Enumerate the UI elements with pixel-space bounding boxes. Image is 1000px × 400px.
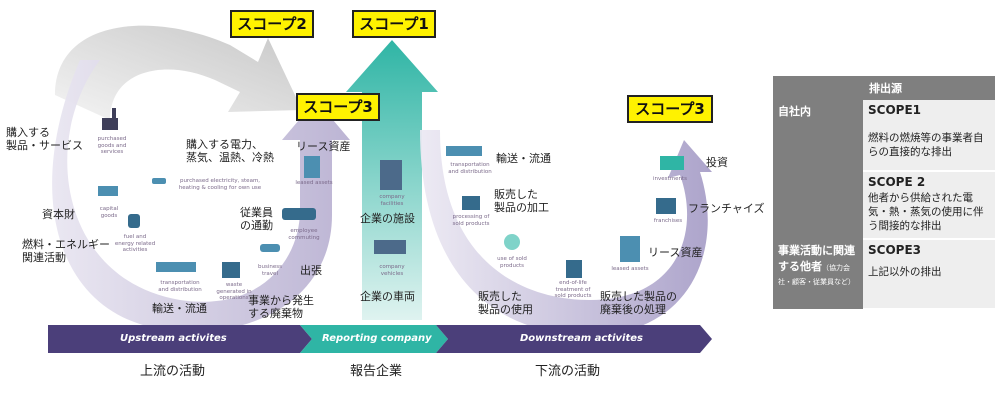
upstream-bar (48, 325, 312, 353)
processing-icon (462, 196, 480, 210)
reporting-bar (300, 325, 448, 353)
row-head-related-others: 事業活動に関連する他者（協力会社・顧客・従業員など） (773, 239, 863, 309)
use-en: use of sold products (497, 256, 527, 269)
upstream-transport-label: 輸送・流通 (152, 302, 207, 315)
use-label: 販売した 製品の使用 (478, 290, 533, 316)
plug-icon (152, 178, 166, 184)
vehicles-en: company vehicles (379, 264, 405, 277)
franchise-en: franchises (653, 218, 683, 224)
investment-icon (660, 156, 684, 170)
row-head-own-company-label: 自社内 (778, 105, 811, 118)
scope2-label: スコープ2 (230, 10, 314, 38)
scope-diagram: スコープ2 スコープ1 スコープ3 スコープ3 購入する 製品・サービス pur… (6, 10, 765, 379)
eol-en: end-of-life treatment of sold products (554, 280, 592, 299)
emission-source-table: 排出源 自社内 SCOPE1 燃料の燃焼等の事業者自らの直接的な排出 SCOPE… (773, 76, 995, 310)
downstream-ship-icon (446, 146, 482, 156)
upstream-leased-label: リース資産 (296, 140, 351, 153)
vehicles-label: 企業の車両 (360, 290, 415, 303)
downstream-arc (420, 130, 712, 335)
bottom-downstream-label: 下流の活動 (535, 364, 601, 379)
electricity-en: purchased electricity, steam, heating & … (178, 178, 262, 191)
waste-en: waste generated in operations (216, 282, 252, 301)
commuting-en: employee commuting (288, 228, 320, 241)
franchise-label: フランチャイズ (688, 202, 765, 215)
car-icon (260, 244, 280, 252)
eol-label: 販売した製品の 廃棄後の処理 (600, 290, 677, 316)
purchased-goods-label: 購入する 製品・サービス (6, 126, 83, 152)
scope1-title: SCOPE1 (868, 103, 921, 117)
upstream-leased-en: leased assets (295, 180, 333, 186)
scope1-label: スコープ1 (352, 10, 436, 38)
company-truck-icon (374, 240, 406, 254)
downstream-bar (436, 325, 712, 353)
scope2-title: SCOPE 2 (868, 175, 926, 189)
waste-bin-icon (222, 262, 240, 278)
purchased-goods-en: purchased goods and services (97, 136, 127, 155)
capital-goods-label: 資本財 (42, 208, 75, 221)
downstream-building-icon (620, 236, 640, 262)
travel-en: business travel (258, 264, 282, 277)
fuel-energy-label: 燃料・エネルギー 関連活動 (22, 238, 110, 264)
scope3-downstream-label: スコープ3 (627, 95, 713, 123)
facilities-en: company facilities (379, 194, 405, 207)
diagram-shapes (48, 25, 712, 353)
upstream-transport-en: transportation and distribution (158, 280, 202, 293)
row-head-own-company: 自社内 (773, 100, 863, 239)
downstream-leased-en: leased assets (611, 266, 649, 272)
facilities-label: 企業の施設 (360, 212, 415, 225)
bar-reporting-label: Reporting company (322, 333, 432, 344)
fuel-energy-en: fuel and energy related activities (114, 234, 156, 253)
row-head-related-note: （協力会社・顧客・従業員など） (778, 264, 855, 286)
scope3-upstream-label: スコープ3 (296, 93, 380, 121)
ship-icon (156, 262, 196, 272)
travel-label: 出張 (300, 264, 322, 277)
electricity-label: 購入する電力、 蒸気、温熱、冷熱 (186, 138, 274, 164)
building-icon (304, 156, 320, 178)
fuel-icon (128, 214, 140, 228)
scope2-arrow (55, 25, 302, 120)
scope3-title: SCOPE3 (868, 243, 921, 257)
bottom-upstream-label: 上流の活動 (140, 364, 206, 379)
scope3-desc: 上記以外の排出 (868, 266, 942, 278)
scope1-cell: SCOPE1 燃料の燃焼等の事業者自らの直接的な排出 (863, 100, 995, 172)
scope3-cell: SCOPE3 上記以外の排出 (863, 239, 995, 310)
processing-en: processing of sold products (452, 214, 490, 227)
scope1-desc: 燃料の燃焼等の事業者自らの直接的な排出 (868, 132, 984, 158)
investment-label: 投資 (706, 156, 728, 169)
capital-goods-en: capital goods (99, 206, 119, 219)
waste-label: 事業から発生 する廃棄物 (248, 294, 314, 320)
downstream-leased-label: リース資産 (648, 246, 703, 259)
downstream-transport-label: 輸送・流通 (496, 152, 551, 165)
bar-upstream-label: Upstream activites (120, 333, 227, 344)
company-building-icon (380, 160, 402, 190)
scope2-cell: SCOPE 2 他者から供給された電気・熱・蒸気の使用に伴う間接的な排出 (863, 171, 995, 240)
investment-en: investments (653, 176, 687, 182)
bar-downstream-label: Downstream activites (520, 333, 643, 344)
processing-label: 販売した 製品の加工 (494, 188, 549, 214)
row-head-related-label: 事業活動に関連する他者 (778, 244, 855, 273)
truck-icon (98, 186, 118, 196)
franchise-icon (656, 198, 676, 214)
factory-icon (102, 118, 118, 130)
commuting-label: 従業員 の通勤 (240, 206, 273, 232)
bottom-reporting-label: 報告企業 (350, 364, 403, 379)
table-header: 排出源 (863, 76, 995, 100)
bulb-icon (504, 234, 520, 250)
train-icon (282, 208, 316, 220)
table-header-blank (773, 76, 863, 100)
downstream-transport-en: transportation and distribution (448, 162, 492, 175)
scope2-desc: 他者から供給された電気・熱・蒸気の使用に伴う間接的な排出 (868, 192, 984, 232)
recycle-icon (566, 260, 582, 278)
upstream-arc (52, 60, 350, 332)
